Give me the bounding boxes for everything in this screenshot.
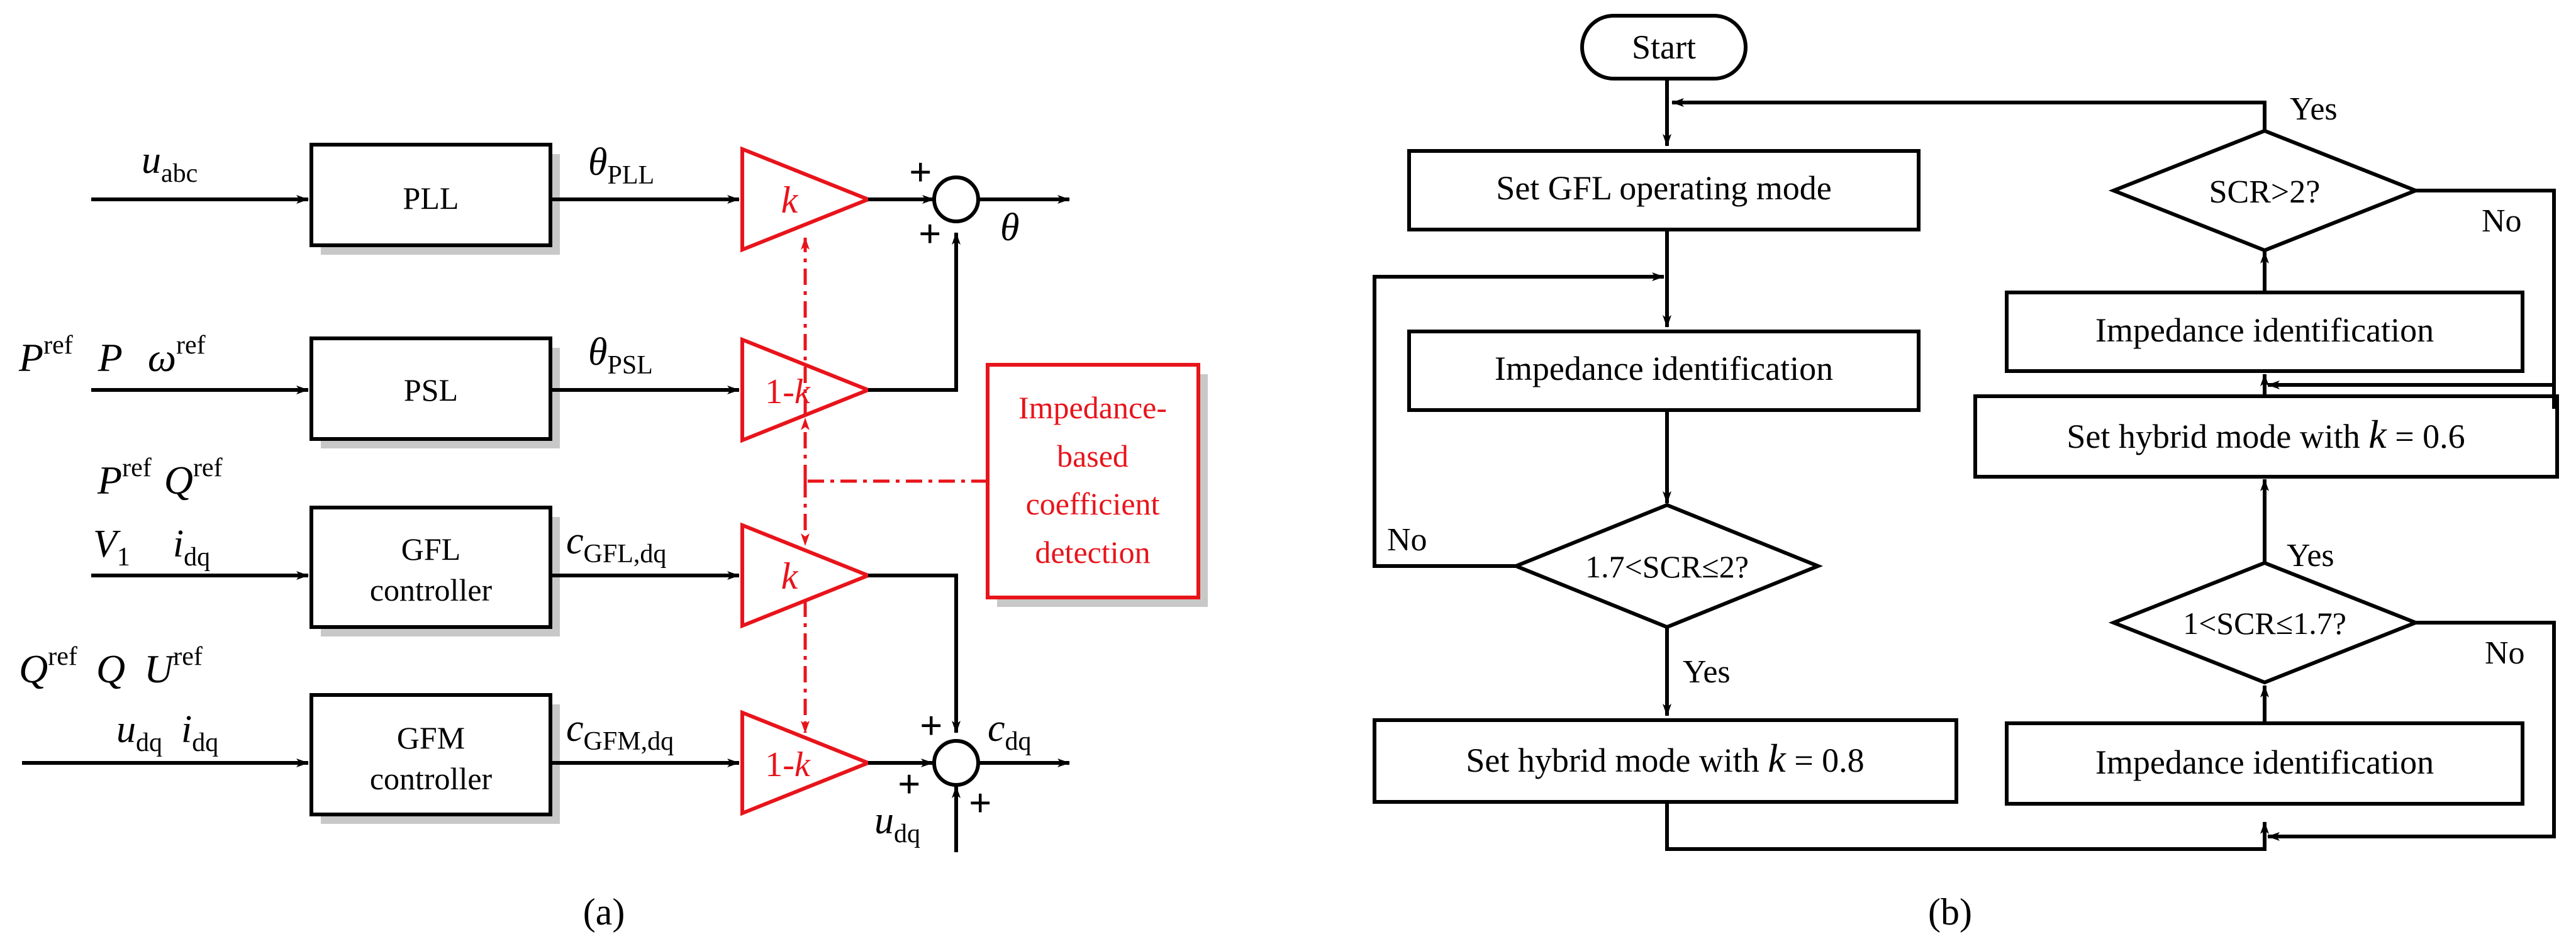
cond1-no-label: No (1387, 522, 1427, 558)
decision-1p7-scr-2-label: 1.7<SCR≤2? (1585, 549, 1749, 584)
impedance-identification-left-label: Impedance identification (1495, 350, 1833, 387)
plus-sign-3: + (920, 703, 942, 748)
arrow-cond1-no-loop (1373, 272, 1664, 568)
gain-1mk-gfm-label: 1-k (765, 745, 811, 784)
gain-k-gfl-label: k (781, 555, 799, 597)
detection-line-2: based (1057, 438, 1129, 474)
set-hybrid-08-label: Set hybrid mode with k = 0.8 (1466, 736, 1864, 781)
set-hybrid-06-step (1973, 394, 2559, 479)
decision-1-scr-1p7-label: 1<SCR≤1.7? (2183, 606, 2346, 641)
set-hybrid-06-label: Set hybrid mode with k = 0.6 (2066, 412, 2465, 457)
detection-line-4: detection (1035, 535, 1150, 570)
cond2-no-label: No (2485, 635, 2525, 671)
theta-psl-label: θPSL (588, 331, 653, 380)
arrow-cond3-yes (1671, 98, 2267, 131)
pll-block (309, 143, 552, 247)
c-dq-output-label: cdq (988, 707, 1032, 756)
impedance-identification-right-top-label: Impedance identification (2095, 311, 2434, 349)
arrow-cond2-no-loop (2267, 621, 2556, 841)
arrow-gfl-to-sum (868, 574, 961, 733)
set-gfl-mode-label: Set GFL operating mode (1496, 169, 1831, 207)
gain-1mk-gfm (740, 709, 874, 816)
gain-k-pll (740, 146, 874, 253)
cond3-no-label: No (2482, 203, 2522, 239)
theta-output-label: θ (1000, 206, 1019, 249)
u-dq-feed-label: udq (874, 799, 920, 848)
decision-scr-2 (2108, 128, 2421, 253)
arrow-hybrid-08-to-imp (1665, 802, 2269, 851)
c-gfl-label: cGFL,dq (566, 520, 666, 569)
c-gfm-label: cGFM,dq (566, 707, 674, 756)
detection-line-1: Impedance- (1018, 390, 1167, 425)
plus-sign-5: + (969, 781, 991, 825)
gfl-controller-block (309, 506, 552, 629)
panel-b: Start Set GFL operating mode Impedance i… (1373, 14, 2559, 933)
gain-1mk-psl-label: 1-k (765, 372, 811, 411)
impedance-identification-left (1407, 330, 1921, 412)
set-hybrid-08-step (1373, 718, 1958, 804)
cond1-yes-label: Yes (1683, 654, 1731, 690)
plus-sign-2: + (918, 211, 941, 256)
decision-scr-2-label: SCR>2? (2209, 174, 2321, 210)
psl-label: PSL (404, 372, 458, 408)
caption-b: (b) (1928, 891, 1972, 933)
impedance-identification-right-bottom-label: Impedance identification (2095, 743, 2434, 781)
caption-a: (a) (583, 891, 625, 933)
plus-sign-1: + (909, 150, 932, 194)
plus-sign-4: + (898, 762, 920, 806)
start-label: Start (1632, 28, 1696, 66)
gfl-label-1: GFL (401, 531, 460, 567)
gain-k-pll-label: k (781, 179, 799, 221)
arrow-psl-to-sum (868, 232, 961, 392)
gfm-controller-block (309, 693, 552, 816)
gfl-label-2: controller (370, 572, 493, 608)
gfm-label-2: controller (370, 761, 493, 796)
gfm-label-1: GFM (397, 720, 465, 755)
impedance-detection-block (986, 363, 1200, 599)
set-gfl-mode-step (1407, 149, 1921, 231)
pll-label: PLL (403, 181, 459, 216)
theta-pll-label: θPLL (588, 141, 654, 190)
start-terminator (1580, 14, 1748, 81)
cond3-yes-label: Yes (2290, 91, 2338, 127)
detection-line-3: coefficient (1026, 486, 1160, 521)
arrow-cond3-no-loop (2267, 189, 2556, 409)
cond2-yes-label: Yes (2287, 538, 2334, 574)
input-u-abc: uabc (142, 139, 198, 188)
decision-1-scr-1p7 (2108, 560, 2421, 685)
